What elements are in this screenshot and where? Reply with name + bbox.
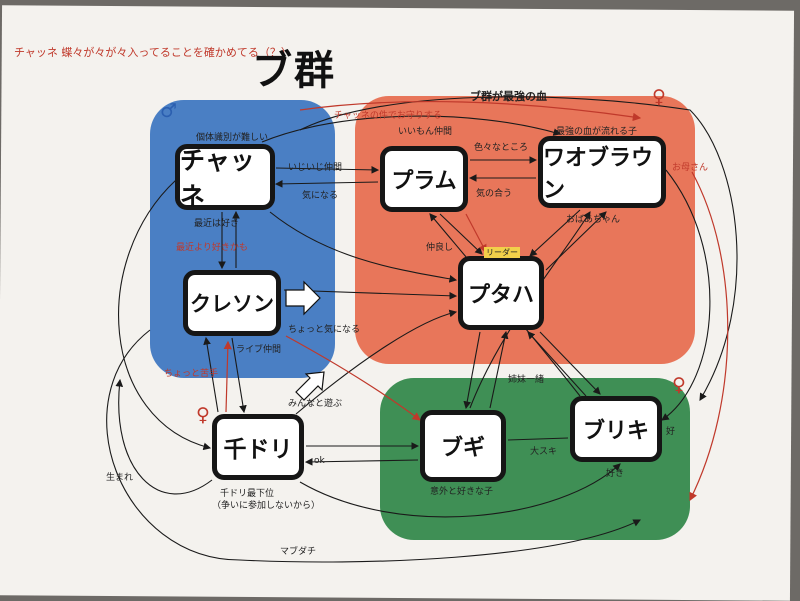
edge-puramu-putaha (439, 213, 483, 255)
note-puramu-wao-1: 色々なところ (474, 143, 529, 153)
note-bottom-center: みんなと遊ぶ (288, 399, 343, 409)
leader-label: リーダー (484, 247, 520, 258)
note-red-top: チャッネの件でお守りする (334, 111, 442, 121)
edge-chatsune-wao (261, 115, 562, 143)
edge-chatsune-putaha (269, 211, 458, 283)
note-buriki-right: 好 (666, 427, 676, 437)
edge-wao-putaha (529, 209, 581, 257)
edge-red-chidori-kureson (223, 340, 232, 413)
male-symbol-icon: ♂ (160, 100, 178, 122)
edge-kureson-chidori (231, 337, 247, 414)
note-buriki-bottom: 好き (606, 469, 625, 479)
edge-red-puramu-putaha (465, 213, 487, 254)
note-putaha-lower: 仲良し (426, 243, 454, 253)
note-chatsune-top: 個体識別が難しい (196, 133, 269, 143)
note-puramu-top: いいもん仲間 (398, 127, 453, 137)
note-wao-right: お母さん (672, 163, 709, 173)
note-chidori-left: ちょっと苦手 (164, 369, 219, 379)
edge-putaha-wao (545, 211, 607, 271)
note-chatsune-side: 最近は好き (194, 219, 240, 229)
edge-red-chatsune-wao (299, 100, 642, 122)
note-bugi-buriki: 大スキ (530, 447, 558, 457)
note-chatsune-kureson: 最近より好きかも (176, 243, 248, 253)
note-wao-mother: おばあちゃん (566, 215, 621, 225)
edge-bugi-buriki (507, 437, 569, 441)
arrow-chidori-outline (295, 371, 325, 401)
node-waoburaun: ワオブラウン (538, 136, 666, 208)
edge-chidori-buriki (299, 463, 621, 518)
node-kureson: クレソン (183, 270, 281, 336)
edge-chatsune-chidori-loop (118, 179, 212, 451)
edge-chidori-outer (115, 378, 213, 495)
note-kureson-right: ちょっと気になる (288, 325, 361, 335)
note-chidori-bottom-2: （争いに参加しないから） (212, 501, 321, 511)
edge-wao-buriki-loop (661, 169, 711, 421)
note-kureson-bottom: ライブ仲間 (236, 345, 282, 355)
edge-chidori-putaha (295, 309, 458, 415)
edge-bugi-putaha (489, 330, 509, 409)
edge-putaha-bugi (463, 331, 481, 410)
note-wao-top: 最強の血が流れる子 (556, 127, 638, 137)
arrow-kureson-outline (285, 280, 321, 316)
note-bottom-left: マブダチ (280, 547, 317, 557)
diagram-title: ブ群 (252, 48, 336, 94)
edge-outer-left-loop (106, 329, 641, 563)
node-chatsune: チャッネ (175, 144, 275, 211)
note-left-edge: 生まれ (106, 473, 134, 483)
edge-red-right-side (689, 171, 729, 502)
node-buriki: ブリキ (570, 396, 662, 462)
node-puramu: プラム (380, 146, 468, 212)
node-chidori: 千ドリ (212, 414, 304, 480)
node-putaha: プタハ (458, 256, 544, 330)
note-chatsune-puramu-2: 気になる (302, 191, 339, 201)
edge-outer-top-loop (299, 96, 738, 401)
header-note: チャッネ 蝶々が々が々入ってることを確かめてる（？） (14, 46, 292, 59)
edge-red-kureson-bugi (285, 335, 421, 421)
edge-putaha-buriki (539, 331, 601, 395)
note-bugi-bottom: 意外と好きな子 (430, 487, 494, 497)
edge-chatsune-puramu (275, 166, 380, 174)
edge-bugi-chidori (304, 458, 419, 466)
female-symbol-icon: ♀ (672, 374, 686, 396)
note-chatsune-puramu-1: いじいじ仲間 (288, 163, 343, 173)
edge-chidori-kureson (203, 336, 219, 413)
note-chidori-ok: ok (314, 456, 325, 466)
note-puramu-wao-2: 気の合う (476, 189, 513, 199)
note-green-top: 姉妹一緒 (508, 375, 545, 385)
female-symbol-icon: ♀ (652, 86, 666, 108)
node-bugi: ブギ (420, 410, 506, 482)
edge-puramu-chatsune (274, 180, 379, 188)
female-symbol-icon: ♀ (196, 404, 210, 426)
note-chidori-bottom-1: 千ドリ最下位 (220, 489, 275, 499)
